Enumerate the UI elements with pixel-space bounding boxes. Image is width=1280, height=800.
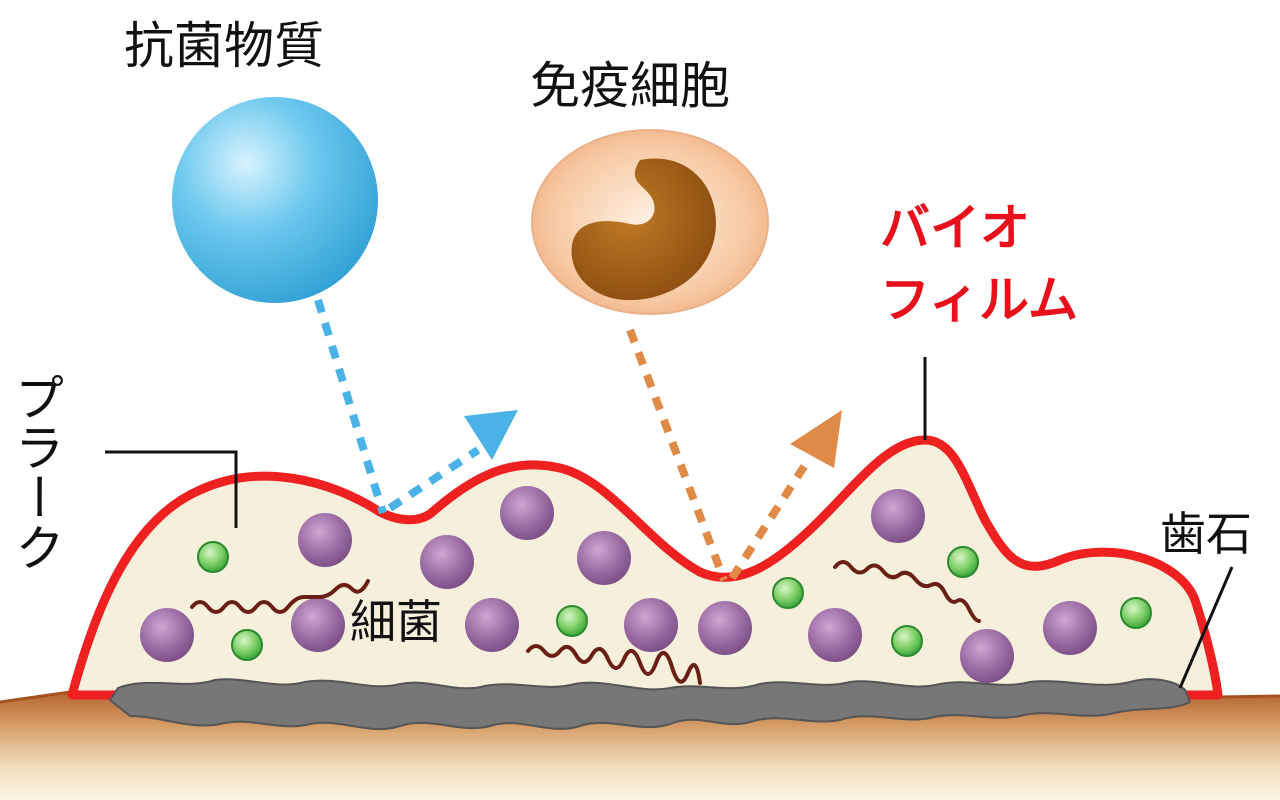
rod-bacterium xyxy=(190,579,370,614)
biofilm-label-line1: バイオ xyxy=(880,199,1030,257)
purple-bacterium xyxy=(140,608,194,662)
immune-cell-label: 免疫細胞 xyxy=(530,57,730,115)
purple-bacterium xyxy=(420,535,474,589)
plaque-label-text: プラーク xyxy=(7,372,65,572)
green-bacterium xyxy=(772,577,804,609)
green-bacterium xyxy=(197,541,229,573)
purple-bacterium xyxy=(960,629,1014,683)
antibiotic-label: 抗菌物質 xyxy=(124,17,324,75)
green-bacterium xyxy=(1120,597,1152,629)
biofilm-label-line2: フィルム xyxy=(880,271,1078,329)
immune-cell-arrowhead xyxy=(790,410,842,468)
callout-lines xyxy=(105,357,1234,689)
tartar-label: 歯石 xyxy=(1160,507,1252,561)
green-bacteria-group xyxy=(197,541,1152,661)
plaque-callout-line xyxy=(105,450,238,528)
purple-bacterium xyxy=(291,598,345,652)
rod-bacterium xyxy=(526,644,702,685)
plaque-label: プラーク xyxy=(7,372,65,572)
bacteria-label: 細菌 xyxy=(350,595,442,649)
green-bacterium xyxy=(556,605,588,637)
antibiotic-arrow xyxy=(314,298,518,515)
tartar-callout-line xyxy=(1178,566,1234,689)
tartar-layer xyxy=(108,678,1192,731)
purple-bacterium xyxy=(577,531,631,585)
green-bacterium xyxy=(947,546,979,578)
purple-bacterium xyxy=(465,598,519,652)
purple-bacterium xyxy=(698,601,752,655)
purple-bacterium xyxy=(298,513,352,567)
purple-bacterium xyxy=(624,598,678,652)
blue-sphere-icon xyxy=(172,97,378,303)
purple-bacteria-group xyxy=(140,486,1097,683)
antibiotic-arrowhead xyxy=(464,410,518,460)
green-bacterium xyxy=(891,625,923,657)
immune-cell-nucleus xyxy=(571,158,716,301)
green-bacterium xyxy=(231,629,263,661)
purple-bacterium xyxy=(1043,601,1097,655)
purple-bacterium xyxy=(871,489,925,543)
immune-cell-icon xyxy=(531,129,769,315)
rod-bacteria-group xyxy=(190,560,981,685)
rod-bacterium xyxy=(833,560,981,623)
purple-bacterium xyxy=(808,608,862,662)
purple-bacterium xyxy=(500,486,554,540)
immune-cell-arrow xyxy=(626,328,842,582)
